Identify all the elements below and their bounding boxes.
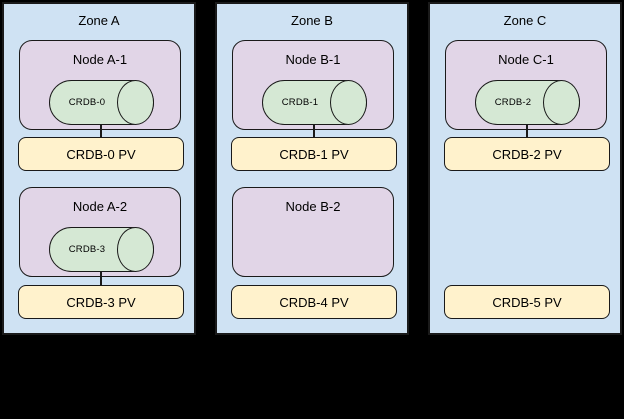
connector-crdb2-to-pv [526,124,528,138]
pv-crdb-0: CRDB-0 PV [18,137,184,171]
node-b1-label: Node B-1 [285,52,341,67]
zone-c-title: Zone C [503,13,547,28]
connector-crdb0-to-pv [100,124,102,138]
connector-crdb3-to-pv [100,271,102,286]
pv-crdb-4: CRDB-4 PV [231,285,397,319]
node-a2-label: Node A-2 [72,199,128,214]
zone-a-panel: Zone A Node A-1 CRDB-0 CRDB-0 PV Node A-… [2,2,196,335]
node-b1: Node B-1 CRDB-1 [232,40,394,130]
zone-a-title: Zone A [78,13,120,28]
node-c1-label: Node C-1 [498,52,554,67]
pod-cylinder-crdb-2: CRDB-2 [475,80,580,125]
pod-crdb-3-label: CRDB-3 [68,244,106,255]
node-b2-label: Node B-2 [285,199,341,214]
node-b2: Node B-2 [232,187,394,277]
pv-crdb-3: CRDB-3 PV [18,285,184,319]
connector-crdb1-to-pv [313,124,315,138]
node-a2: Node A-2 CRDB-3 [19,187,181,277]
pod-cylinder-crdb-3: CRDB-3 [49,227,154,272]
node-c1: Node C-1 CRDB-2 [445,40,607,130]
pv-crdb-5: CRDB-5 PV [444,285,610,319]
pod-crdb-1-label: CRDB-1 [281,97,319,108]
pod-cylinder-crdb-1: CRDB-1 [262,80,367,125]
zone-b-title: Zone B [291,13,333,28]
zone-b-panel: Zone B Node B-1 CRDB-1 CRDB-1 PV Node B-… [215,2,409,335]
zone-c-panel: Zone C Node C-1 CRDB-2 CRDB-2 PV CRDB-5 … [428,2,622,335]
cylinder-cap [330,80,367,125]
cylinder-cap [117,80,154,125]
pv-crdb-1: CRDB-1 PV [231,137,397,171]
pod-crdb-0-label: CRDB-0 [68,97,106,108]
cylinder-cap [117,227,154,272]
pod-cylinder-crdb-0: CRDB-0 [49,80,154,125]
node-a1-label: Node A-1 [72,52,128,67]
pod-crdb-2-label: CRDB-2 [494,97,532,108]
pv-crdb-2: CRDB-2 PV [444,137,610,171]
cylinder-cap [543,80,580,125]
node-a1: Node A-1 CRDB-0 [19,40,181,130]
